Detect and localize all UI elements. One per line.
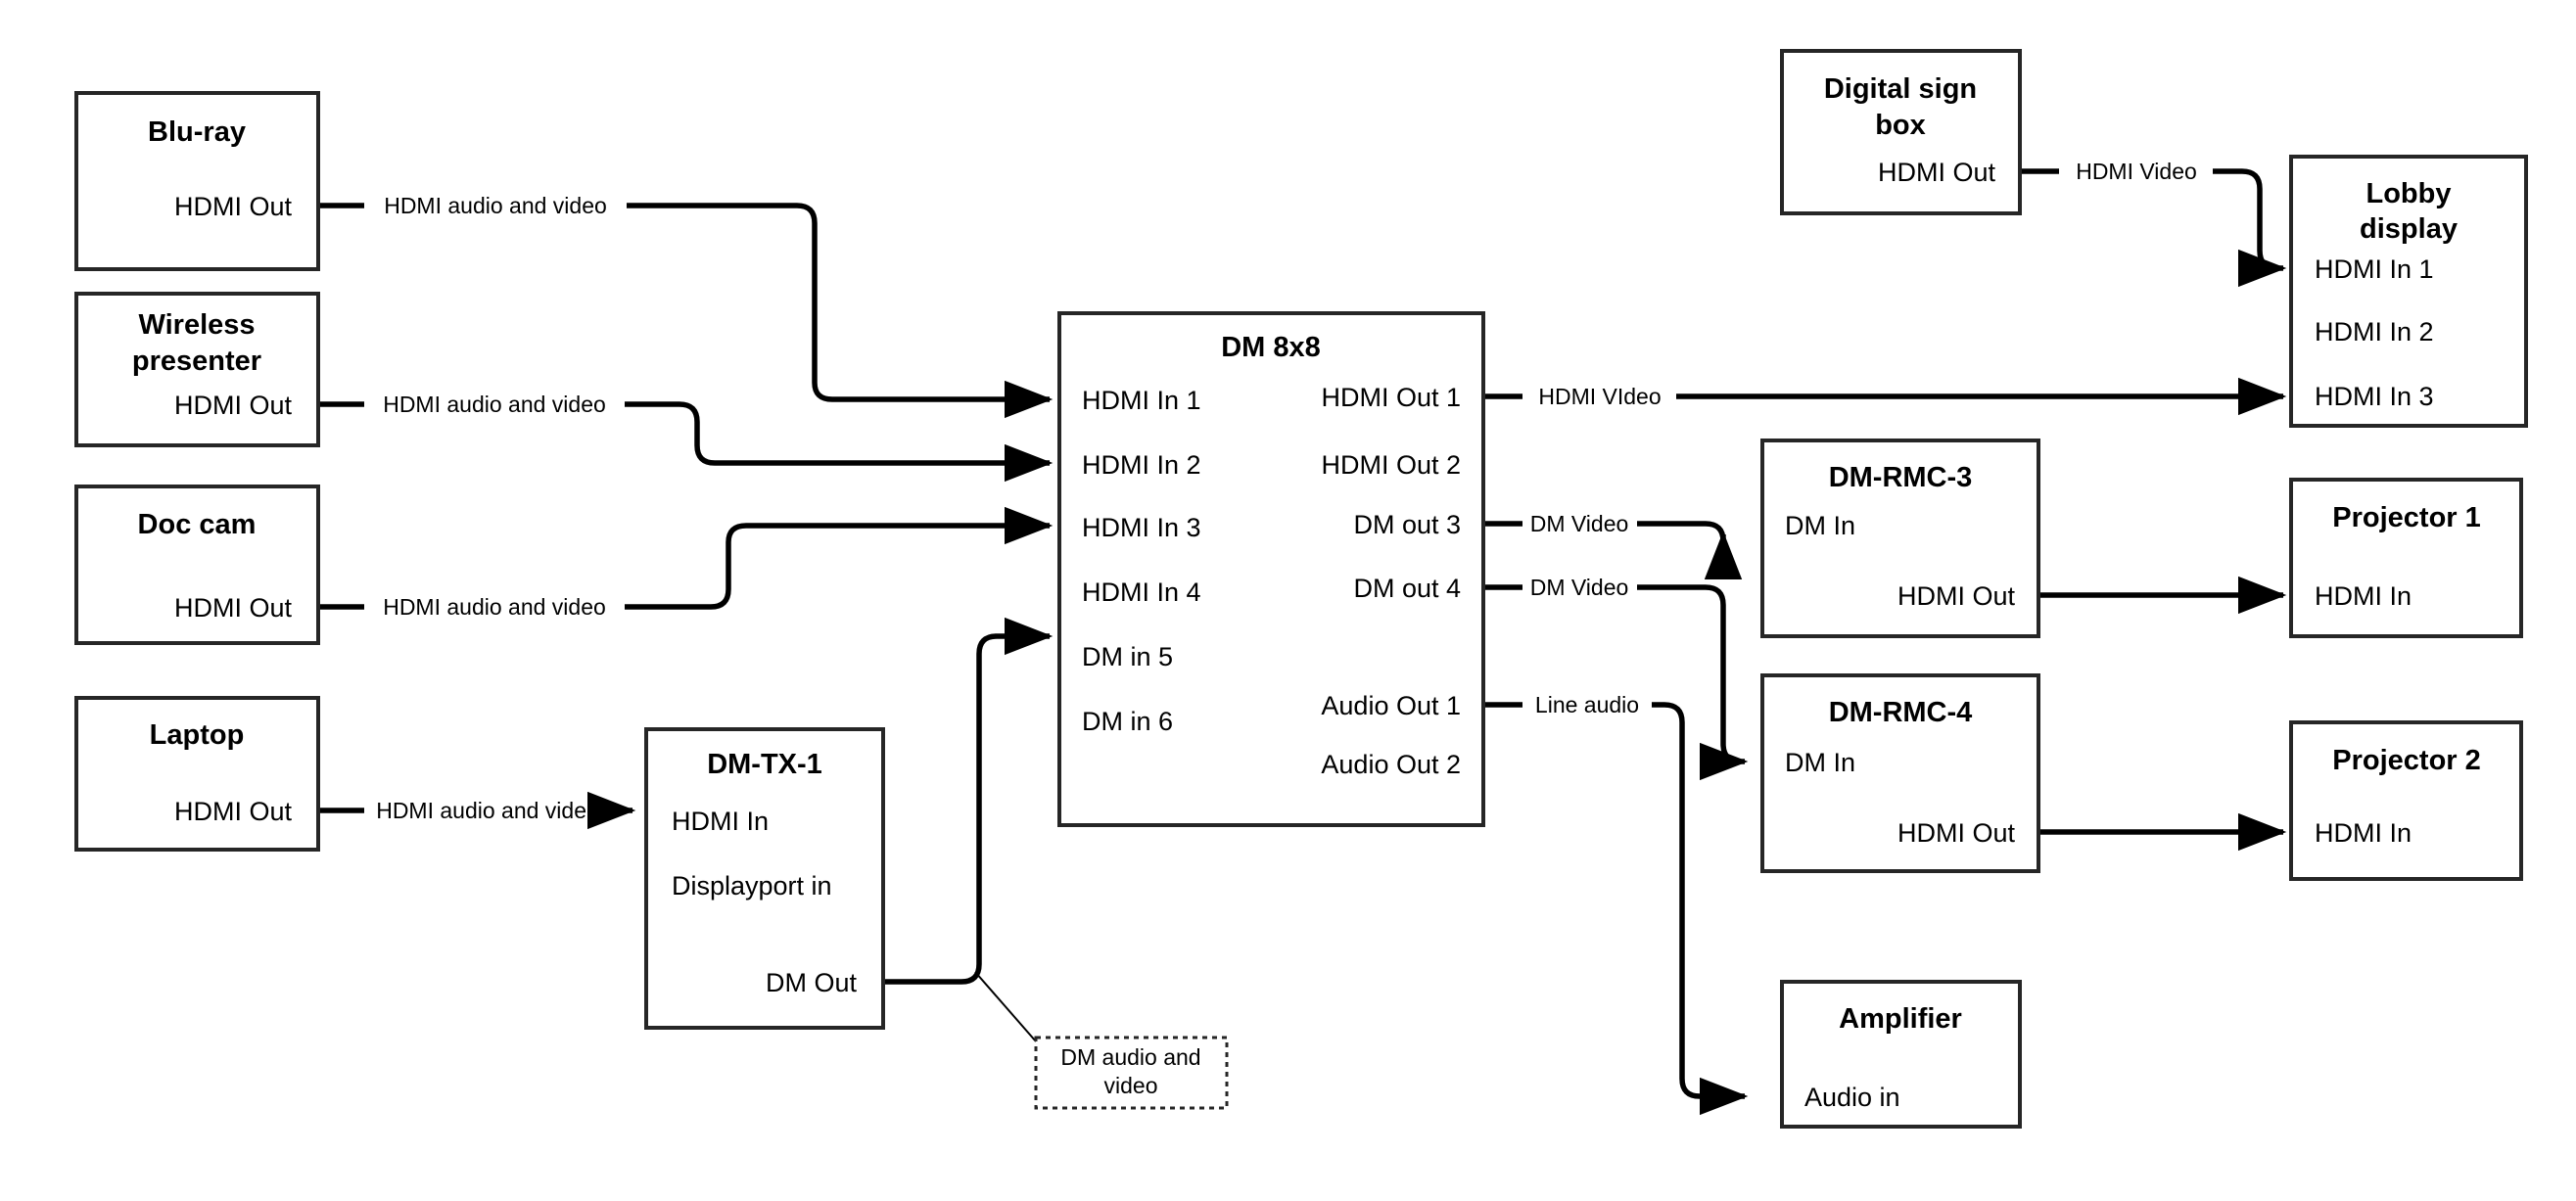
port-dm-rmc-3-hdmi-out[interactable]: HDMI Out (1897, 581, 2016, 611)
node-amplifier-title: Amplifier (1839, 1003, 1962, 1035)
edge-dm-out-4-to-rmc4: DM Video (1483, 575, 1749, 781)
edge-label-audio-out-1: Line audio (1535, 692, 1639, 717)
port-digital-sign-box-hdmi-out[interactable]: HDMI Out (1878, 158, 1996, 187)
port-dm-8x8-hdmi-in-2[interactable]: HDMI In 2 (1082, 450, 1201, 480)
edge-label-laptop: HDMI audio and video (376, 798, 599, 823)
port-dm-8x8-hdmi-in-3[interactable]: HDMI In 3 (1082, 513, 1201, 542)
node-amplifier[interactable]: Amplifier Audio in (1780, 980, 2022, 1129)
port-dm-8x8-audio-out-1[interactable]: Audio Out 1 (1321, 691, 1461, 720)
node-dm-rmc-3-title: DM-RMC-3 (1829, 462, 1973, 493)
node-bluray-title: Blu-ray (148, 116, 246, 148)
node-projector-2-box[interactable] (2289, 720, 2523, 881)
node-digital-sign-box-rect[interactable] (1780, 49, 2022, 215)
port-dm-8x8-hdmi-out-1[interactable]: HDMI Out 1 (1321, 383, 1461, 412)
node-lobby-display[interactable]: Lobby display HDMI In 1 HDMI In 2 HDMI I… (2289, 155, 2528, 428)
port-dm-8x8-audio-out-2[interactable]: Audio Out 2 (1321, 750, 1461, 779)
port-dm-8x8-hdmi-in-1[interactable]: HDMI In 1 (1082, 386, 1201, 415)
port-dm-8x8-dm-out-4[interactable]: DM out 4 (1353, 574, 1461, 603)
edge-label-wireless: HDMI audio and video (383, 392, 606, 417)
edge-dm-out-3-to-rmc3: DM Video (1483, 511, 1743, 580)
edge-digital-sign-to-lobby-in-1: HDMI Video (2020, 159, 2287, 288)
port-dm-8x8-hdmi-out-2[interactable]: HDMI Out 2 (1321, 450, 1461, 480)
node-wireless-presenter-title-line1: Wireless (138, 309, 255, 341)
port-bluray-hdmi-out[interactable]: HDMI Out (174, 192, 293, 221)
port-dm-tx-1-dm-out[interactable]: DM Out (766, 968, 858, 997)
node-wireless-presenter-box[interactable] (74, 292, 320, 447)
node-lobby-display-title-line1: Lobby (2366, 178, 2452, 209)
callout-dm-audio-and-video-box (1034, 1036, 1229, 1110)
node-projector-2[interactable]: Projector 2 HDMI In (2289, 720, 2523, 881)
node-projector-2-title: Projector 2 (2332, 745, 2481, 776)
port-dm-tx-1-displayport-in[interactable]: Displayport in (672, 871, 832, 901)
edge-hdmi-out-1-to-lobby-in-3: HDMI VIdeo (1483, 377, 2287, 416)
node-projector-1-box[interactable] (2289, 478, 2523, 638)
node-lobby-display-box[interactable] (2289, 155, 2528, 428)
port-amplifier-audio-in[interactable]: Audio in (1804, 1083, 1900, 1112)
node-dm-rmc-3-box[interactable] (1760, 439, 2040, 638)
port-wireless-presenter-hdmi-out[interactable]: HDMI Out (174, 391, 293, 420)
node-bluray[interactable]: Blu-ray HDMI Out (74, 91, 320, 271)
node-digital-sign-box-title-line2: box (1875, 110, 1926, 141)
port-dm-8x8-dm-in-5[interactable]: DM in 5 (1082, 642, 1173, 671)
node-digital-sign-box[interactable]: Digital sign box HDMI Out (1780, 49, 2022, 215)
node-dm-rmc-4[interactable]: DM-RMC-4 DM In HDMI Out (1760, 673, 2040, 873)
edge-label-bluray: HDMI audio and video (384, 193, 607, 218)
port-lobby-display-hdmi-in-2[interactable]: HDMI In 2 (2315, 317, 2434, 346)
node-dm-8x8-title: DM 8x8 (1221, 332, 1321, 363)
node-wireless-presenter-title-line2: presenter (132, 346, 261, 377)
node-doc-cam-box[interactable] (74, 485, 320, 645)
node-digital-sign-box-title-line1: Digital sign (1824, 73, 1977, 105)
edge-bluray-to-hdmi-in-1: HDMI audio and video (318, 193, 1054, 419)
edge-label-hdmi-out-1: HDMI VIdeo (1538, 384, 1661, 409)
port-projector-1-hdmi-in[interactable]: HDMI In (2315, 581, 2412, 611)
node-wireless-presenter[interactable]: Wireless presenter HDMI Out (74, 292, 320, 447)
port-dm-8x8-dm-in-6[interactable]: DM in 6 (1082, 707, 1173, 736)
edge-label-dm-out-3: DM Video (1530, 511, 1629, 536)
node-laptop-box[interactable] (74, 696, 320, 852)
port-laptop-hdmi-out[interactable]: HDMI Out (174, 797, 293, 826)
edge-laptop-to-dm-tx-1: HDMI audio and video (318, 791, 636, 830)
port-dm-8x8-dm-out-3[interactable]: DM out 3 (1353, 510, 1461, 539)
port-dm-tx-1-hdmi-in[interactable]: HDMI In (672, 807, 769, 836)
port-projector-2-hdmi-in[interactable]: HDMI In (2315, 818, 2412, 848)
edge-label-digital-sign: HDMI Video (2076, 159, 2197, 184)
edge-label-doccam: HDMI audio and video (383, 594, 606, 620)
port-dm-8x8-hdmi-in-4[interactable]: HDMI In 4 (1082, 577, 1201, 607)
node-dm-8x8-box[interactable] (1057, 311, 1485, 827)
callout-dm-audio-and-video-line2: video (1104, 1073, 1158, 1098)
port-lobby-display-hdmi-in-1[interactable]: HDMI In 1 (2315, 254, 2434, 284)
node-doc-cam[interactable]: Doc cam HDMI Out (74, 485, 320, 645)
node-bluray-box[interactable] (74, 91, 320, 271)
node-laptop-title: Laptop (150, 719, 245, 751)
node-amplifier-box[interactable] (1780, 980, 2022, 1129)
callout-dm-audio-and-video-line1: DM audio and (1060, 1044, 1200, 1070)
port-doc-cam-hdmi-out[interactable]: HDMI Out (174, 593, 293, 623)
edge-doccam-to-hdmi-in-3: HDMI audio and video (318, 506, 1054, 620)
node-lobby-display-title-line2: display (2360, 213, 2458, 245)
node-projector-1[interactable]: Projector 1 HDMI In (2289, 478, 2523, 638)
port-dm-rmc-3-dm-in[interactable]: DM In (1785, 511, 1855, 540)
node-dm-tx-1-box[interactable] (644, 727, 885, 1030)
edge-label-dm-out-4: DM Video (1530, 575, 1629, 600)
node-dm-8x8[interactable]: DM 8x8 HDMI In 1 HDMI In 2 HDMI In 3 HDM… (1057, 311, 1485, 827)
node-doc-cam-title: Doc cam (138, 509, 257, 540)
port-dm-rmc-4-hdmi-out[interactable]: HDMI Out (1897, 818, 2016, 848)
callout-dm-audio-and-video: DM audio and video (1034, 1036, 1229, 1110)
node-dm-rmc-4-title: DM-RMC-4 (1829, 697, 1973, 728)
port-dm-rmc-4-dm-in[interactable]: DM In (1785, 748, 1855, 777)
node-dm-rmc-3[interactable]: DM-RMC-3 DM In HDMI Out (1760, 439, 2040, 638)
port-lobby-display-hdmi-in-3[interactable]: HDMI In 3 (2315, 382, 2434, 411)
node-dm-tx-1-title: DM-TX-1 (707, 749, 822, 780)
edge-audio-out-1-to-amplifier: Line audio (1483, 692, 1749, 1116)
edge-dm-tx-1-to-dm-in-5 (883, 617, 1054, 1042)
node-laptop[interactable]: Laptop HDMI Out (74, 696, 320, 852)
node-dm-tx-1[interactable]: DM-TX-1 HDMI In Displayport in DM Out (644, 727, 885, 1030)
edge-wireless-to-hdmi-in-2: HDMI audio and video (318, 392, 1054, 483)
node-projector-1-title: Projector 1 (2332, 502, 2481, 533)
node-dm-rmc-4-box[interactable] (1760, 673, 2040, 873)
